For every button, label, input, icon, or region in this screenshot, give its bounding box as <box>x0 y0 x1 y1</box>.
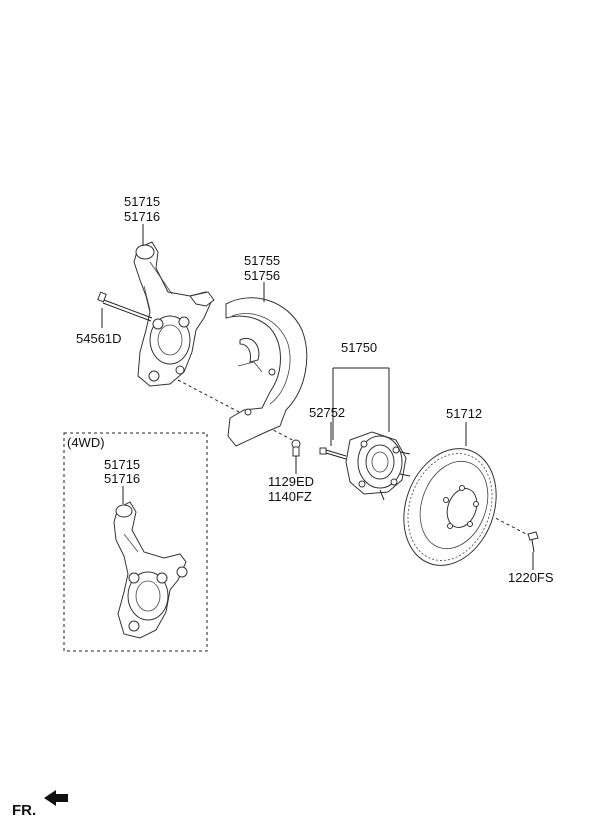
front-label: FR. <box>12 802 36 819</box>
label-variant-knuckle-2: 51716 <box>104 471 140 486</box>
label-hub-group: 51750 <box>341 340 377 355</box>
alignment-line <box>177 379 301 445</box>
label-variant-knuckle-1: 51715 <box>104 457 140 472</box>
front-arrow-icon <box>44 790 68 806</box>
label-screw-1: 1129ED <box>268 474 314 489</box>
part-labels: 51715 51716 54561D 51755 51756 1129ED 11… <box>67 194 554 585</box>
hub-bearing <box>345 431 411 501</box>
variant-box <box>63 432 208 652</box>
dust-shield <box>225 297 308 447</box>
variant-knuckle <box>113 486 188 639</box>
label-disc-screw: 1220FS <box>508 570 554 585</box>
hub-bolt <box>319 447 347 460</box>
disc-screw <box>527 531 539 553</box>
knuckle-bolt <box>97 291 153 322</box>
label-hub-bolt: 52752 <box>309 405 345 420</box>
brake-disc <box>403 448 497 566</box>
label-shield-2: 51756 <box>244 268 280 283</box>
label-knuckle-2: 51716 <box>124 209 160 224</box>
hub-group-bracket <box>332 367 390 440</box>
shield-screw <box>291 439 301 457</box>
label-disc: 51712 <box>446 406 482 421</box>
leader-lines <box>101 224 534 570</box>
label-shield-1: 51755 <box>244 253 280 268</box>
label-screw-2: 1140FZ <box>268 489 312 504</box>
label-bolt: 54561D <box>76 331 122 346</box>
steering-knuckle <box>133 241 215 387</box>
front-indicator: FR. <box>12 790 68 819</box>
label-knuckle-1: 51715 <box>124 194 160 209</box>
label-variant-box: (4WD) <box>67 435 105 450</box>
